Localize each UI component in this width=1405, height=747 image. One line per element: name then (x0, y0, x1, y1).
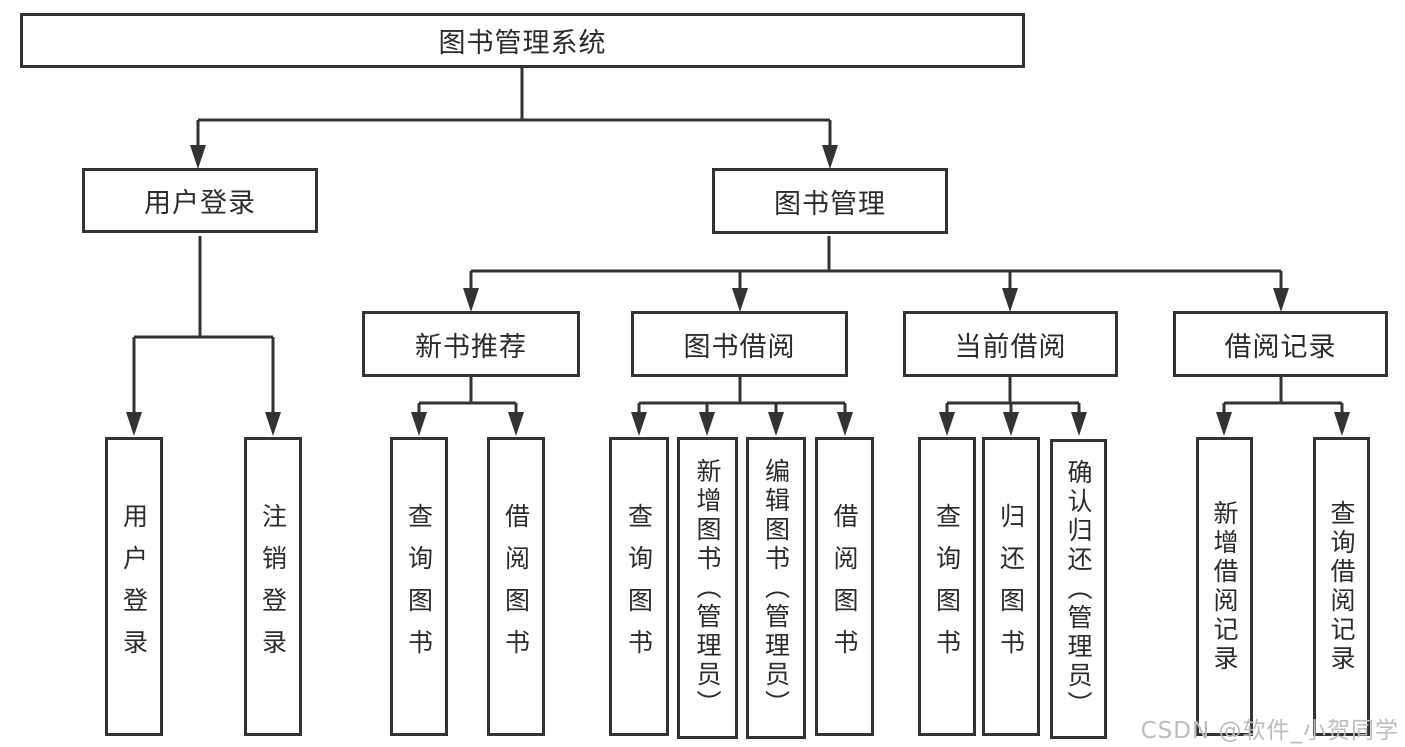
node-current-borrow: 当前借阅 (903, 311, 1118, 377)
node-new-book-recommend: 新书推荐 (362, 311, 580, 377)
leaf-recommend-borrow-book-label: 借阅图书 (501, 502, 531, 671)
leaf-borrow-book: 借阅图书 (815, 437, 874, 736)
leaf-return-book-label: 归还图书 (996, 502, 1026, 671)
node-book-borrow-label: 图书借阅 (683, 331, 796, 363)
leaf-user-login-label: 用户登录 (119, 502, 149, 671)
leaf-add-book-admin: 新增图书（管理员） (677, 437, 738, 739)
node-user-login-label: 用户登录 (144, 188, 256, 219)
node-root: 图书管理系统 (20, 13, 1025, 68)
leaf-confirm-return-admin: 确认归还（管理员） (1050, 439, 1107, 739)
leaf-recommend-borrow-book: 借阅图书 (487, 437, 545, 736)
leaf-query-borrow-record: 查询借阅记录 (1313, 437, 1370, 736)
leaf-recommend-query-book: 查询图书 (390, 437, 448, 736)
leaf-logout-label: 注销登录 (258, 502, 288, 671)
leaf-current-query-book: 查询图书 (918, 437, 976, 736)
node-user-login: 用户登录 (82, 168, 318, 233)
node-root-label: 图书管理系统 (438, 28, 607, 59)
leaf-user-login: 用户登录 (105, 437, 163, 736)
node-book-borrow: 图书借阅 (631, 311, 848, 377)
leaf-add-borrow-record: 新增借阅记录 (1196, 437, 1253, 736)
leaf-borrow-query-book: 查询图书 (609, 437, 669, 736)
leaf-edit-book-admin: 编辑图书（管理员） (746, 437, 806, 739)
csdn-watermark: CSDN @软件_小贺同学 (1140, 718, 1399, 744)
leaf-edit-book-admin-label: 编辑图书（管理员） (761, 457, 791, 719)
leaf-add-book-admin-label: 新增图书（管理员） (693, 457, 722, 719)
leaf-confirm-return-admin-label: 确认归还（管理员） (1064, 458, 1093, 720)
node-current-borrow-label: 当前借阅 (954, 331, 1067, 363)
leaf-return-book: 归还图书 (982, 437, 1040, 736)
arrow-down-icons (126, 145, 1350, 436)
node-book-management: 图书管理 (712, 168, 948, 234)
node-new-book-recommend-label: 新书推荐 (415, 331, 527, 363)
connector-line (132, 68, 1344, 418)
node-borrow-record-label: 借阅记录 (1224, 331, 1337, 363)
leaf-borrow-book-label: 借阅图书 (830, 502, 859, 671)
node-book-management-label: 图书管理 (774, 188, 886, 220)
leaf-recommend-query-book-label: 查询图书 (404, 502, 434, 671)
leaf-borrow-query-book-label: 查询图书 (624, 502, 654, 671)
leaf-add-borrow-record-label: 新增借阅记录 (1210, 499, 1239, 674)
leaf-current-query-book-label: 查询图书 (932, 502, 962, 671)
node-borrow-record: 借阅记录 (1173, 311, 1388, 377)
leaf-query-borrow-record-label: 查询借阅记录 (1327, 499, 1356, 674)
leaf-logout: 注销登录 (244, 437, 302, 736)
